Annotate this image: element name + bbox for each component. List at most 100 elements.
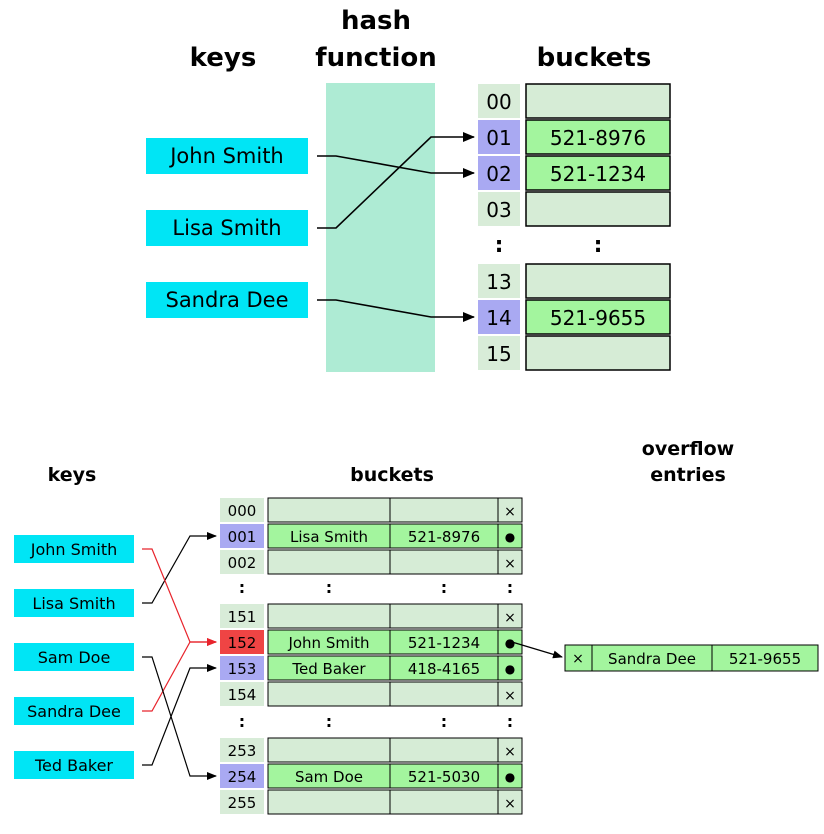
bottom-overflow-header-line1: overflow: [642, 438, 734, 460]
bottom-row-mark: ×: [504, 688, 516, 704]
bottom-row-index: 254: [228, 768, 257, 786]
top-bucket-index: 15: [486, 342, 511, 366]
arrow-152-to-overflow: [511, 641, 563, 659]
bottom-row-mark: ●: [505, 662, 515, 676]
bottom-row-002: 002 ×: [220, 549, 523, 575]
top-ellipsis-bucket: :: [594, 233, 603, 258]
bottom-row-name: Lisa Smith: [290, 528, 368, 546]
bottom-key-john-smith: John Smith: [14, 535, 134, 563]
top-bucket-row-01: 01 521-8976: [478, 119, 671, 155]
bottom-row-index: 255: [228, 794, 257, 812]
bottom-row-index: 154: [228, 686, 257, 704]
top-bucket-index: 02: [486, 162, 511, 186]
bottom-row-151: 151 ×: [220, 603, 523, 629]
bottom-key-label: Sandra Dee: [27, 702, 121, 721]
top-key-label: Sandra Dee: [165, 288, 288, 312]
arrow-john-to-152: [142, 548, 217, 646]
top-bucket-value: 521-1234: [550, 162, 646, 186]
bottom-row-000: 000 ×: [220, 497, 523, 523]
bottom-row-index: 001: [228, 528, 257, 546]
bottom-buckets-header: buckets: [350, 464, 434, 486]
bottom-ellipsis-2: : : : :: [239, 712, 513, 731]
bottom-row-index: 000: [228, 502, 257, 520]
top-bucket-index: 13: [486, 270, 511, 294]
bottom-row-phone: 521-5030: [408, 768, 480, 786]
bottom-key-sam-doe: Sam Doe: [14, 643, 134, 671]
top-bucket-row-03: 03: [478, 191, 671, 227]
bottom-row-mark: ●: [505, 770, 515, 784]
top-bucket-index: 03: [486, 198, 511, 222]
bottom-key-label: Lisa Smith: [32, 594, 115, 613]
top-ellipsis-index: :: [495, 233, 504, 258]
top-bucket-index: 14: [486, 306, 511, 330]
bottom-row-index: 002: [228, 554, 257, 572]
bottom-row-phone: 521-1234: [408, 634, 480, 652]
bottom-key-sandra-dee: Sandra Dee: [14, 697, 134, 725]
bottom-row-phone: 418-4165: [408, 660, 480, 678]
bottom-row-name: Ted Baker: [291, 660, 366, 678]
bottom-key-label: Ted Baker: [34, 756, 113, 775]
top-key-john-smith: John Smith: [146, 138, 308, 174]
arrow-ted-to-153: [142, 664, 217, 766]
bottom-row-name: John Smith: [287, 634, 369, 652]
top-bucket-index: 01: [486, 126, 511, 150]
bottom-row-001: 001 Lisa Smith 521-8976 ●: [220, 523, 523, 549]
bottom-row-153: 153 Ted Baker 418-4165 ●: [220, 655, 523, 681]
top-hash-header-line1: hash: [341, 6, 411, 36]
overflow-mark: ×: [572, 651, 584, 667]
bottom-overflow-header-line2: entries: [650, 464, 726, 486]
bottom-key-label: John Smith: [30, 540, 117, 559]
bottom-row-154: 154 ×: [220, 681, 523, 707]
arrow-lisa-to-01: [317, 132, 475, 229]
overflow-phone: 521-9655: [729, 650, 801, 668]
arrow-sam-to-254: [142, 656, 217, 780]
bottom-key-lisa-smith: Lisa Smith: [14, 589, 134, 617]
bottom-row-mark: ×: [504, 556, 516, 572]
arrow-sandra-to-152: [142, 638, 217, 712]
top-bucket-row-15: 15: [478, 335, 671, 371]
top-hash-header-line2: function: [315, 43, 436, 73]
top-bucket-row-02: 02 521-1234: [478, 155, 671, 191]
top-bucket-row-00: 00: [478, 83, 671, 119]
top-keys-header: keys: [190, 43, 257, 73]
bottom-key-ted-baker: Ted Baker: [14, 751, 134, 779]
ellipsis: :: [239, 712, 245, 731]
bottom-keys-header: keys: [48, 464, 97, 486]
bottom-key-label: Sam Doe: [38, 648, 111, 667]
bottom-row-152: 152 John Smith 521-1234 ●: [220, 629, 523, 655]
bottom-row-phone: 521-8976: [408, 528, 480, 546]
bottom-row-index: 152: [228, 634, 257, 652]
bottom-row-mark: ●: [505, 530, 515, 544]
bottom-row-mark: ×: [504, 796, 516, 812]
top-bucket-value: 521-9655: [550, 306, 646, 330]
top-key-label: Lisa Smith: [172, 216, 281, 240]
arrow-sandra-to-14: [317, 299, 475, 322]
bottom-row-mark: ×: [504, 744, 516, 760]
bottom-row-index: 253: [228, 742, 257, 760]
ellipsis: :: [441, 712, 447, 731]
ellipsis: :: [239, 578, 245, 597]
bottom-row-name: Sam Doe: [295, 768, 363, 786]
top-diagram: keys hash function buckets John Smith Li…: [146, 6, 671, 372]
top-bucket-index: 00: [486, 90, 511, 114]
hash-function-box: [326, 83, 435, 372]
top-bucket-row-14: 14 521-9655: [478, 299, 671, 335]
ellipsis: :: [326, 578, 332, 597]
bottom-row-254: 254 Sam Doe 521-5030 ●: [220, 763, 523, 789]
top-bucket-row-13: 13: [478, 263, 671, 299]
ellipsis: :: [441, 578, 447, 597]
bottom-diagram: keys buckets overflow entries John Smith…: [14, 438, 819, 815]
arrow-john-to-02: [317, 155, 475, 178]
top-buckets-header: buckets: [537, 43, 652, 73]
top-key-lisa-smith: Lisa Smith: [146, 210, 308, 246]
ellipsis: :: [326, 712, 332, 731]
bottom-row-index: 153: [228, 660, 257, 678]
bottom-row-253: 253 ×: [220, 737, 523, 763]
bottom-row-mark: ×: [504, 504, 516, 520]
top-bucket-value: 521-8976: [550, 126, 646, 150]
arrow-lisa-to-001: [142, 532, 217, 604]
bottom-row-mark: ●: [505, 636, 515, 650]
top-key-label: John Smith: [168, 144, 284, 168]
bottom-row-index: 151: [228, 608, 257, 626]
